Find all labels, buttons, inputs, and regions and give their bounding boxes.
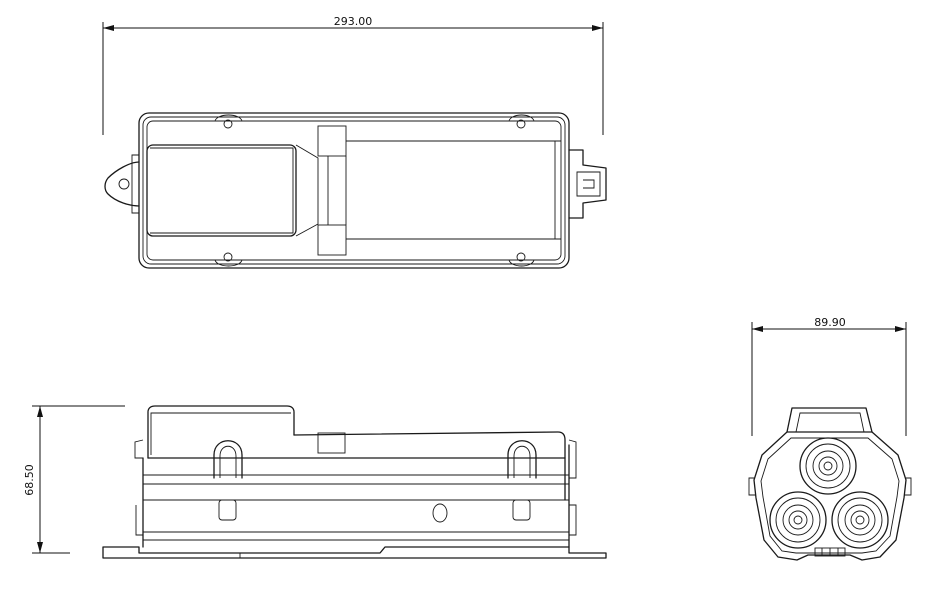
length-dimension: 293.00: [102, 15, 604, 135]
end-view: 89.90: [748, 316, 912, 561]
cable-gland-left: [769, 491, 827, 549]
cable-gland-right: [831, 491, 889, 549]
length-dimension-label: 293.00: [334, 15, 373, 28]
height-dimension: 68.50: [23, 405, 125, 554]
height-dimension-label: 68.50: [23, 464, 36, 496]
cable-gland-top: [799, 437, 857, 495]
side-view: 68.50: [23, 405, 607, 559]
width-dimension-label: 89.90: [814, 316, 846, 329]
width-dimension: 89.90: [751, 316, 907, 436]
top-view: 293.00: [102, 15, 607, 269]
